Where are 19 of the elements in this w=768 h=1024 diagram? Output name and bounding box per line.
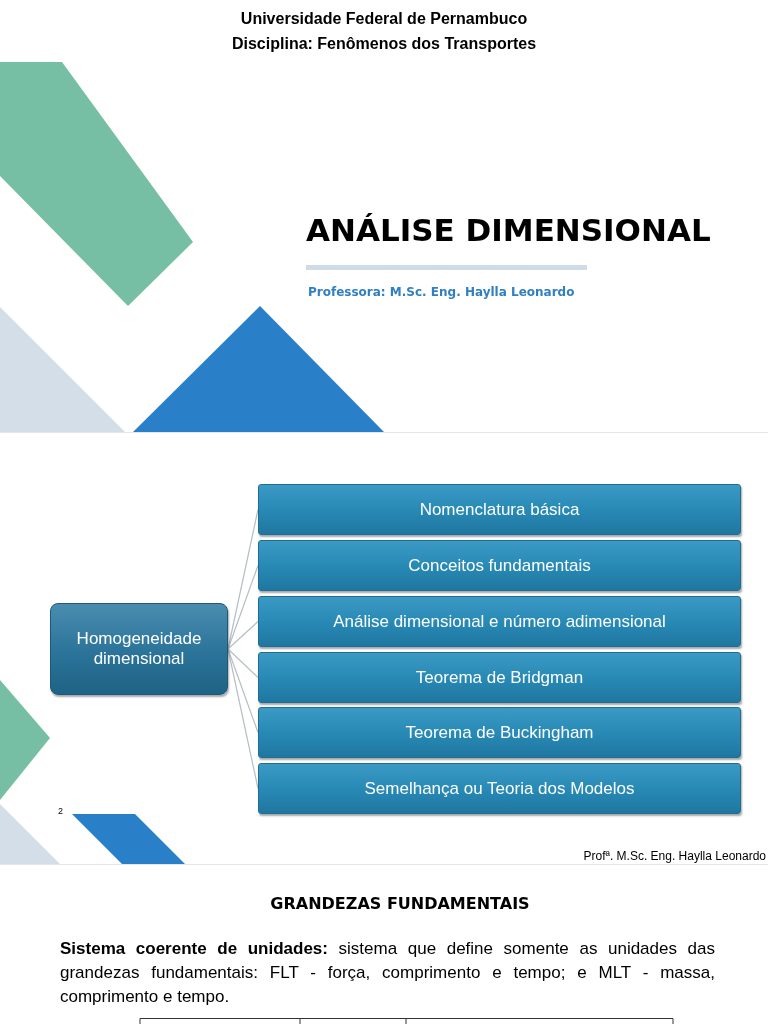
topic-box: Homogeneidade dimensional: [50, 603, 228, 695]
footer-text: Profª. M.Sc. Eng. Haylla Leonardo: [582, 849, 766, 864]
header-text: Universidade Federal de Pernambuco: [239, 9, 529, 29]
subtopic-box: Conceitos fundamentais: [258, 540, 741, 591]
paragraph: Sistema coerente de unidades: sistema que define somente as unidades das grandezas fundamentais: FLT - força, comprimento e tempo; e MLT - massa, comprimento e tempo.: [60, 938, 715, 1009]
page-number: 2: [58, 806, 64, 817]
connector-line: [227, 620, 259, 650]
subtopic-box: Teorema de Bridgman: [258, 652, 741, 703]
subtopic-box: Análise dimensional e número adimensional: [258, 596, 741, 647]
connector-line: [227, 648, 259, 679]
header-text: Disciplina: Fenômenos dos Transportes: [230, 34, 538, 54]
connector-line: [227, 648, 259, 734]
slide-title: ANÁLISE DIMENSIONAL: [306, 212, 712, 248]
section-heading: GRANDEZAS FUNDAMENTAIS: [269, 894, 531, 914]
author-text: Professora: M.Sc. Eng. Haylla Leonardo: [308, 285, 576, 300]
subtopic-box: Teorema de Buckingham: [258, 707, 741, 758]
connector-line: [227, 564, 259, 650]
subtopic-box: Semelhança ou Teoria dos Modelos: [258, 763, 741, 814]
subtopic-box: Nomenclatura básica: [258, 484, 741, 535]
